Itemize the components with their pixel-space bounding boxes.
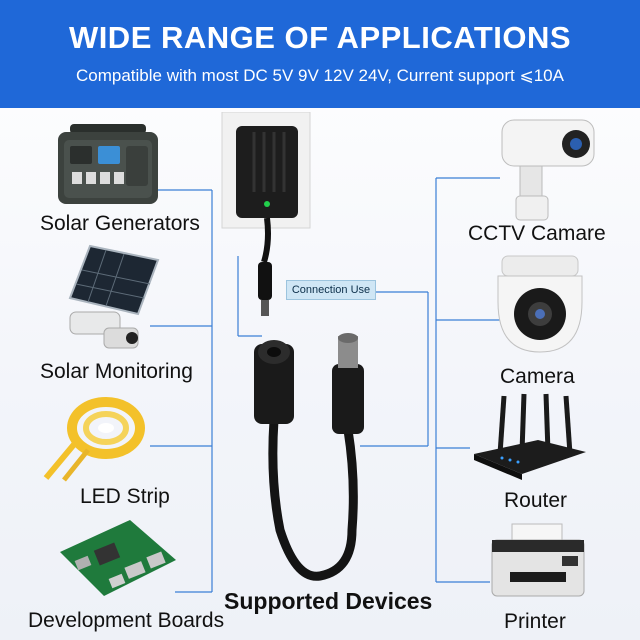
device-label-led-strip: LED Strip xyxy=(80,485,170,508)
power-station-icon xyxy=(58,124,158,204)
dc-cable-icon xyxy=(254,333,364,581)
printer-icon xyxy=(491,523,585,597)
device-label-router: Router xyxy=(504,489,568,512)
device-label-solar-monitoring: Solar Monitoring xyxy=(40,360,193,383)
power-adapter-icon xyxy=(221,112,311,316)
header-banner: WIDE RANGE OF APPLICATIONS Compatible wi… xyxy=(0,0,640,108)
solar-camera-icon xyxy=(68,244,160,349)
page-subtitle: Compatible with most DC 5V 9V 12V 24V, C… xyxy=(76,66,564,85)
device-label-cctv-camare: CCTV Camare xyxy=(468,222,606,245)
device-label-camera: Camera xyxy=(500,365,575,388)
page-title: WIDE RANGE OF APPLICATIONS xyxy=(68,20,572,55)
device-label-solar-generators: Solar Generators xyxy=(40,212,200,235)
device-label-printer: Printer xyxy=(504,610,566,633)
device-label-development-boards: Development Boards xyxy=(28,609,225,632)
supported-devices-caption: Supported Devices xyxy=(224,588,433,614)
cctv-camera-icon xyxy=(501,119,595,221)
dome-camera-icon xyxy=(497,255,583,353)
led-strip-icon xyxy=(43,397,145,482)
circuit-board-icon xyxy=(60,520,176,596)
router-icon xyxy=(474,393,586,480)
connection-use-tag: Connection Use xyxy=(286,280,376,300)
